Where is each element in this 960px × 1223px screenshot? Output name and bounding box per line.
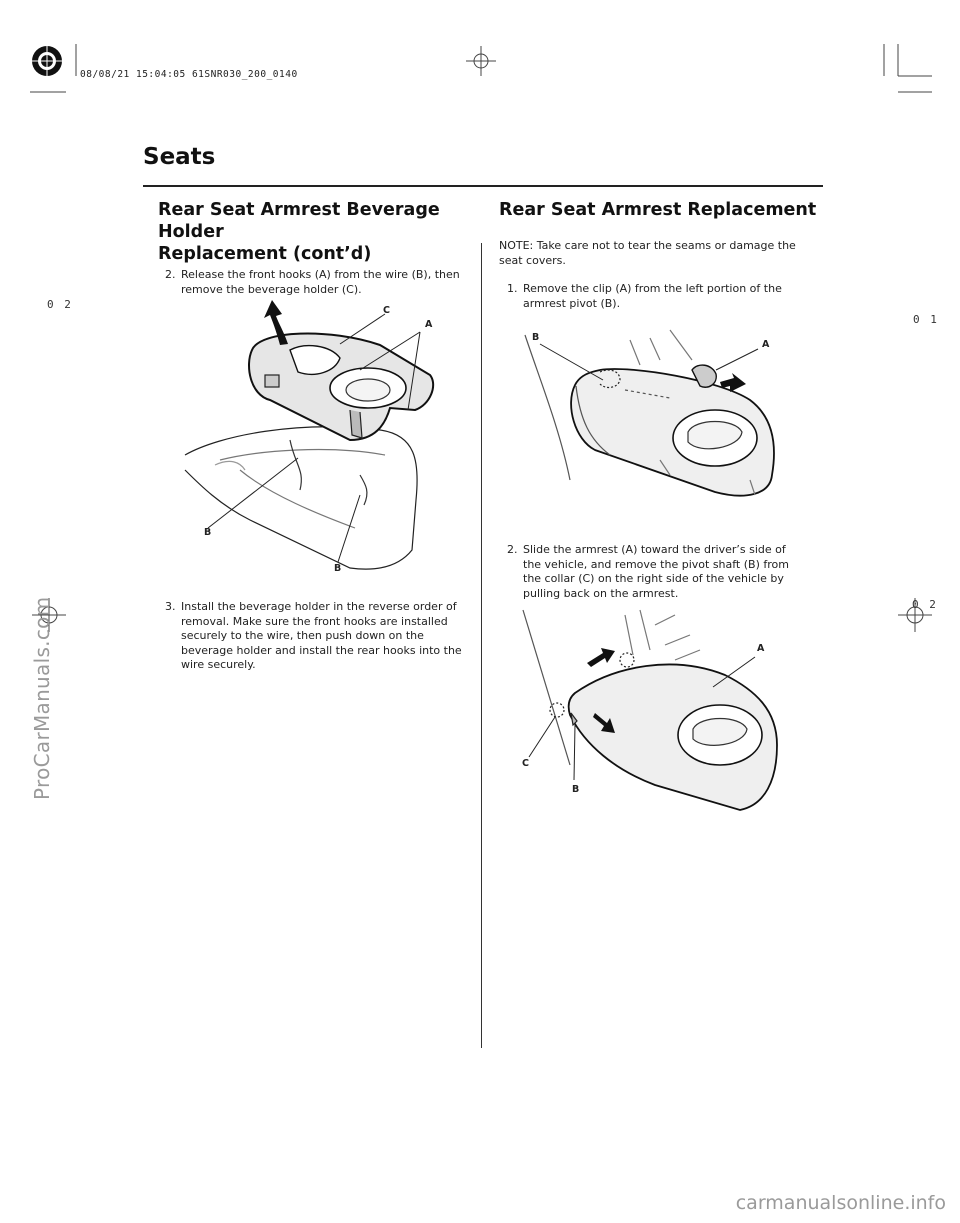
down-right-arrow-icon — [593, 713, 615, 733]
armrest-clip-figure — [524, 329, 775, 497]
callout-b: B — [572, 784, 580, 795]
title-rule — [143, 185, 823, 187]
step-number: 1. — [507, 282, 518, 295]
armrest-pivot-figure — [522, 609, 778, 811]
callout-b: B — [334, 563, 342, 574]
page-title: Seats — [143, 144, 216, 170]
callout-a: A — [425, 319, 433, 330]
margin-code-right-top: 0 1 — [913, 313, 939, 326]
callout-c: C — [522, 758, 529, 769]
registration-target-icon — [30, 44, 64, 78]
step-text: Release the front hooks (A) from the wir… — [181, 268, 460, 296]
step-text: Remove the clip (A) from the left portio… — [523, 282, 782, 310]
callout-b: B — [532, 332, 540, 343]
step-number: 2. — [165, 268, 176, 281]
callout-a: A — [762, 339, 770, 350]
left-section-title: Rear Seat Armrest Beverage Holder Replac… — [158, 199, 478, 265]
callout-b: B — [204, 527, 212, 538]
step-text: Install the beverage holder in the rever… — [181, 600, 462, 671]
left-step-3: 3. Install the beverage holder in the re… — [165, 600, 465, 673]
right-section-title: Rear Seat Armrest Replacement — [499, 200, 817, 220]
clip — [691, 364, 717, 388]
right-step-2: 2. Slide the armrest (A) toward the driv… — [507, 543, 807, 601]
crosshair-icon — [898, 598, 932, 632]
right-step-1: 1. Remove the clip (A) from the left por… — [507, 282, 807, 311]
crosshair-icon — [32, 598, 66, 632]
watermark-left: ProCarManuals.com — [30, 596, 54, 800]
step-text: Slide the armrest (A) toward the driver’… — [523, 543, 789, 600]
left-step-2: 2. Release the front hooks (A) from the … — [165, 268, 465, 297]
right-arrow-icon — [720, 373, 746, 392]
crosshair-icon — [466, 46, 496, 76]
beverage-holder-figure — [184, 300, 435, 570]
margin-code-left-top: 0 2 — [47, 298, 73, 311]
up-right-arrow-icon — [587, 648, 615, 667]
left-section-title-line2: Replacement (cont’d) — [158, 244, 372, 264]
note-text: NOTE: Take care not to tear the seams or… — [499, 239, 796, 267]
print-stamp: 08/08/21 15:04:05 61SNR030_200_0140 — [80, 69, 298, 80]
watermark-bottom: carmanualsonline.info — [735, 1192, 946, 1214]
left-section-title-line1: Rear Seat Armrest Beverage Holder — [158, 200, 440, 242]
callout-c: C — [383, 305, 390, 316]
step-number: 2. — [507, 543, 518, 556]
up-arrow-icon — [264, 300, 288, 345]
margin-code-right-bottom: 0 2 — [912, 598, 938, 611]
armrest — [567, 663, 778, 811]
step-number: 3. — [165, 600, 176, 613]
callout-a: A — [757, 643, 765, 654]
column-divider — [481, 243, 482, 1048]
